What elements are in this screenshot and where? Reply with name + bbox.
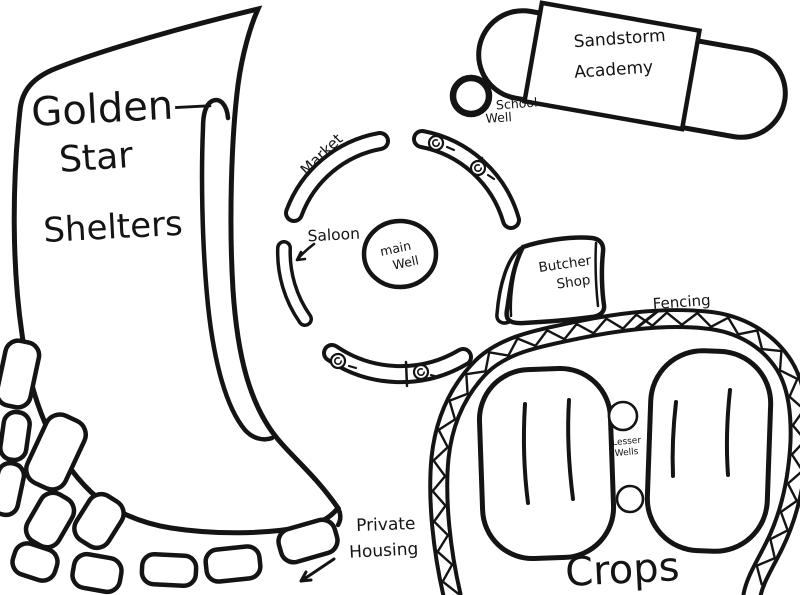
shelters-label-line3: Shelters — [42, 204, 183, 251]
stall-dash — [429, 373, 440, 379]
private-housing-label-line1: Private — [356, 514, 416, 536]
house-shape — [70, 551, 124, 595]
stall-dash — [347, 364, 358, 370]
private-housing-arrow — [299, 557, 336, 583]
saloon-arrow — [295, 242, 316, 262]
fencing-pointer — [632, 309, 660, 332]
butcher-shop-label-line1: Butcher — [538, 253, 593, 276]
house-shape — [0, 409, 32, 463]
main-well-circle — [361, 218, 439, 290]
crop-field-right — [644, 348, 774, 554]
lesser-well-circle — [615, 484, 645, 514]
lesser-well-circle — [607, 400, 639, 432]
lesser-wells: Lesser Wells — [607, 400, 645, 514]
butcher-shop-outline — [504, 235, 607, 326]
market-arc: Market — [284, 130, 390, 223]
stall-knob-swirl-icon — [431, 139, 440, 148]
stall-knob-swirl-icon — [473, 164, 482, 173]
golden-star-shelters: Golden— Star Shelters — [11, 5, 343, 536]
stall-dash — [445, 145, 456, 152]
school-well-label-line1: School — [495, 95, 537, 113]
main-well: main Well — [361, 218, 439, 290]
stalls-arc-ne — [412, 129, 521, 230]
stall-knob-swirl-icon — [333, 356, 342, 365]
private-housing-area: Private Housing — [0, 338, 419, 595]
house-shape — [203, 544, 263, 584]
stalls-arc-s — [322, 343, 473, 388]
house-shape — [24, 412, 88, 492]
stall-knob-icon — [412, 363, 430, 381]
house-shape — [139, 551, 199, 589]
saloon-arc: Saloon — [275, 225, 360, 327]
house-shape — [72, 491, 126, 551]
fence — [433, 313, 800, 595]
house-shape — [10, 541, 60, 583]
butcher-shop: Butcher Shop — [495, 235, 607, 326]
butcher-shop-curl — [495, 245, 525, 325]
shelters-label-line1: Golden— — [30, 81, 214, 136]
stall-dash — [486, 173, 496, 181]
crop-row-line — [522, 402, 530, 505]
crop-row-line — [670, 400, 678, 478]
butcher-shop-label-line2: Shop — [556, 272, 592, 293]
school-well-label-line2: Well — [485, 109, 512, 126]
central-plaza: Market Saloon — [275, 129, 521, 388]
stall-knob-icon — [329, 352, 347, 370]
house-shape — [0, 338, 42, 410]
school-well: School Well — [449, 74, 538, 126]
stall-knob-swirl-icon — [416, 367, 425, 376]
crop-row-line — [566, 398, 575, 501]
sandstorm-academy: Sandstorm Academy — [476, 0, 788, 140]
shelters-label-line2: Star — [58, 135, 135, 181]
school-well-circle — [449, 74, 493, 118]
main-well-label-line1: main — [379, 238, 413, 259]
crops-label: Crops — [564, 544, 680, 595]
shelters-outline — [11, 5, 342, 536]
stall-knob-icon — [427, 134, 445, 152]
shelters-corner-spur — [335, 505, 343, 528]
crop-row-line — [724, 388, 732, 477]
crop-field-left — [476, 365, 617, 561]
fence-zigzag-pattern — [431, 311, 800, 595]
house-shape — [0, 460, 27, 518]
main-well-label-line2: Well — [391, 252, 420, 272]
fencing-label: Fencing — [652, 291, 711, 313]
saloon-label: Saloon — [307, 225, 360, 246]
shelters-fold-line — [199, 97, 275, 442]
lesser-wells-label-line1: Lesser — [612, 436, 642, 449]
lesser-wells-label-line2: Wells — [614, 447, 639, 459]
crops-area: Lesser Wells Crops Fencing — [433, 291, 800, 595]
private-housing-label-line2: Housing — [349, 539, 419, 563]
stall-divider — [404, 360, 409, 388]
butcher-shop-inner-border — [509, 241, 600, 318]
house-shape — [276, 517, 340, 565]
academy-sign-panel — [521, 0, 703, 132]
stall-knob-icon — [469, 159, 487, 177]
